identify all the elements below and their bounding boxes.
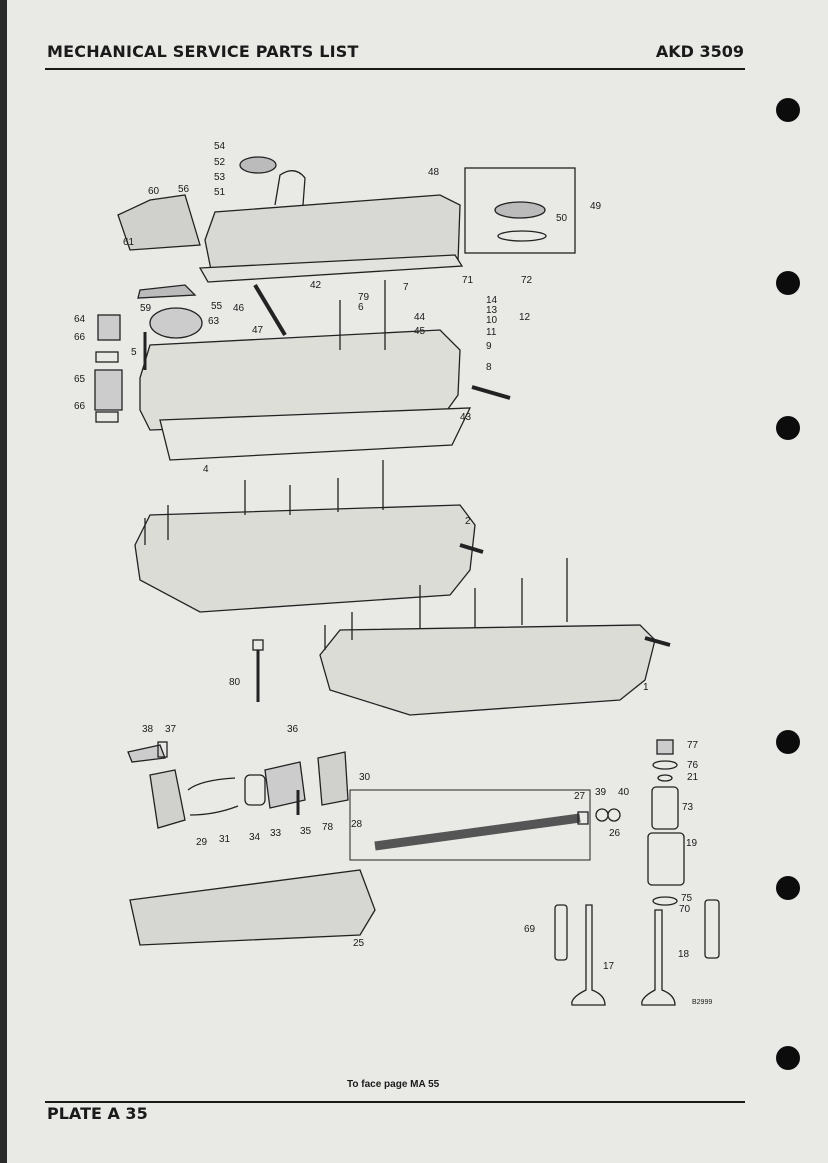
part-callout-50: 50	[556, 213, 568, 224]
punch-hole	[776, 416, 800, 440]
punch-hole	[776, 98, 800, 122]
part-callout-59: 59	[140, 303, 152, 314]
inset-box	[464, 167, 576, 254]
part-callout-76: 76	[687, 760, 699, 771]
part-callout-28: 28	[351, 819, 363, 830]
inlet-valve	[571, 904, 606, 1006]
part-callout-78: 78	[322, 822, 334, 833]
rocker-shaft-assembly	[129, 869, 376, 946]
part-callout-40: 40	[618, 787, 630, 798]
part-callout-45: 45	[414, 326, 426, 337]
part-callout-21: 21	[687, 772, 699, 783]
part-callout-66: 66	[74, 332, 86, 343]
part-callout-10: 10	[486, 315, 498, 326]
part-callout-63: 63	[208, 316, 220, 327]
part-callout-56: 56	[178, 184, 190, 195]
part-callout-34: 34	[249, 832, 261, 843]
part-callout-65: 65	[74, 374, 86, 385]
part-callout-54: 54	[214, 141, 226, 152]
part-callout-52: 52	[214, 157, 226, 168]
part-callout-37: 37	[165, 724, 177, 735]
part-callout-79: 79	[358, 292, 370, 303]
part-callout-46: 46	[233, 303, 245, 314]
part-callout-5: 5	[131, 347, 137, 358]
outer-spring	[647, 832, 685, 886]
part-callout-11: 11	[486, 327, 497, 338]
part-callout-18: 18	[678, 949, 690, 960]
part-callout-2: 2	[465, 516, 471, 527]
part-callout-60: 60	[148, 186, 160, 197]
part-callout-53: 53	[214, 172, 226, 183]
part-callout-36: 36	[287, 724, 299, 735]
part-callout-39: 39	[595, 787, 607, 798]
part-callout-14: 14	[486, 295, 498, 306]
exhaust-valve	[641, 909, 676, 1006]
part-callout-38: 38	[142, 724, 154, 735]
header-rule	[45, 68, 745, 70]
facing-page-note: To face page MA 55	[347, 1079, 440, 1090]
part-callout-19: 19	[686, 838, 698, 849]
part-callout-80: 80	[229, 677, 241, 688]
long-bolt	[252, 639, 264, 702]
punch-hole	[776, 876, 800, 900]
part-callout-47: 47	[252, 325, 264, 336]
part-callout-75: 75	[681, 893, 693, 904]
part-callout-29: 29	[196, 837, 208, 848]
cylinder-head-assembled	[319, 558, 671, 716]
part-callout-77: 77	[687, 740, 699, 751]
part-callout-25: 25	[353, 938, 365, 949]
part-callout-8: 8	[486, 362, 492, 373]
part-callout-43: 43	[460, 412, 472, 423]
part-callout-61: 61	[123, 237, 135, 248]
part-callout-70: 70	[679, 904, 691, 915]
punch-hole	[776, 730, 800, 754]
part-callout-69: 69	[524, 924, 536, 935]
part-callout-9: 9	[486, 341, 492, 352]
part-callout-1: 1	[643, 682, 649, 693]
page-header-title: MECHANICAL SERVICE PARTS LIST	[47, 42, 359, 61]
scan-edge	[0, 0, 7, 1163]
document-code: AKD 3509	[655, 42, 744, 61]
part-callout-13: 13	[486, 305, 498, 316]
part-callout-48: 48	[428, 167, 440, 178]
cylinder-head-with-studs	[134, 460, 484, 613]
part-callout-66: 66	[74, 401, 86, 412]
part-callout-55: 55	[211, 301, 223, 312]
footer-rule	[45, 1101, 745, 1103]
part-callout-44: 44	[414, 312, 426, 323]
rocker-bracket	[149, 769, 186, 829]
part-callout-12: 12	[519, 312, 531, 323]
part-callout-64: 64	[74, 314, 86, 325]
part-callout-42: 42	[310, 280, 322, 291]
part-callout-17: 17	[603, 961, 615, 972]
part-callout-26: 26	[609, 828, 621, 839]
part-callout-7: 7	[403, 282, 409, 293]
part-callout-51: 51	[214, 187, 226, 198]
inner-spring	[651, 786, 679, 830]
part-callout-6: 6	[358, 302, 364, 313]
punch-hole	[776, 1046, 800, 1070]
drawing-reference: B2999	[692, 999, 713, 1006]
part-callout-72: 72	[521, 275, 533, 286]
part-callout-33: 33	[270, 828, 282, 839]
part-callout-27: 27	[574, 791, 586, 802]
part-callout-35: 35	[300, 826, 312, 837]
part-callout-73: 73	[682, 802, 694, 813]
punch-hole	[776, 271, 800, 295]
part-callout-71: 71	[462, 275, 474, 286]
thermostat-hoses	[94, 314, 123, 423]
part-callout-49: 49	[590, 201, 602, 212]
water-outlet-elbow	[117, 194, 201, 251]
part-callout-30: 30	[359, 772, 371, 783]
plate-number: PLATE A 35	[47, 1104, 148, 1123]
cylinder-head-top	[139, 280, 511, 461]
rocker-cover	[198, 156, 464, 283]
part-callout-31: 31	[219, 834, 231, 845]
part-callout-4: 4	[203, 464, 209, 475]
